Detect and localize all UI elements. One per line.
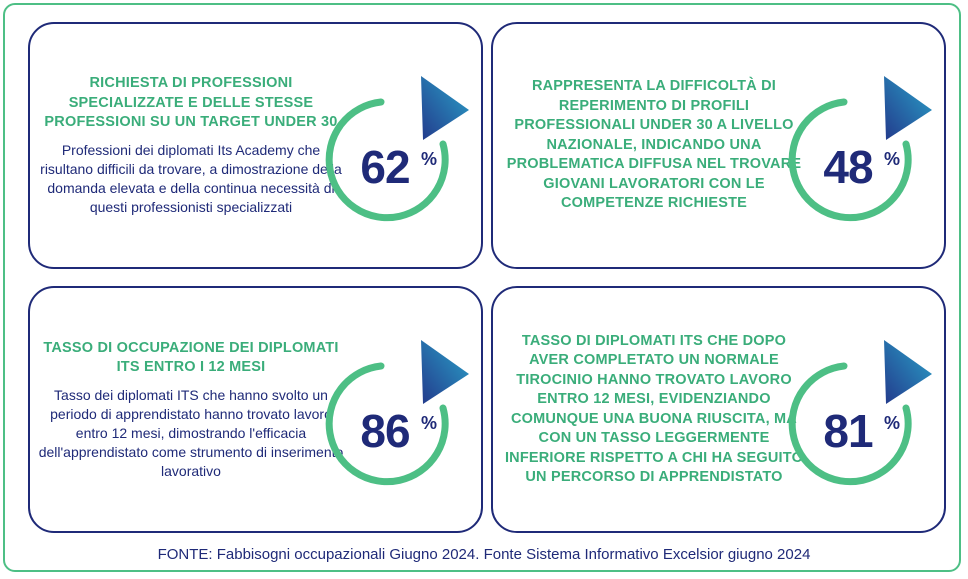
percent-sign: % xyxy=(884,149,901,169)
triangle-pointer-icon xyxy=(884,76,932,140)
triangle-pointer-icon xyxy=(421,76,469,140)
infographic-frame xyxy=(3,3,961,572)
stat-heading: RAPPRESENTA LA DIFFICOLTÀ DI REPERIMENTO… xyxy=(506,78,802,212)
triangle-pointer-icon xyxy=(421,340,469,404)
stat-card-text: TASSO DI DIPLOMATI ITS CHE DOPO AVER COM… xyxy=(501,288,807,531)
percent-sign: % xyxy=(421,149,438,169)
progress-ring xyxy=(325,76,469,222)
stat-card-3: TASSO DI OCCUPAZIONE DEI DIPLOMATI ITS E… xyxy=(28,286,483,533)
percentage-gauge: 48 % xyxy=(786,62,936,222)
stat-card-text: RICHIESTA DI PROFESSIONI SPECIALIZZATE E… xyxy=(38,24,344,267)
stat-card-4: TASSO DI DIPLOMATI ITS CHE DOPO AVER COM… xyxy=(491,286,946,533)
stat-description: Tasso dei diplomati ITS che hanno svolto… xyxy=(38,386,344,479)
percentage-gauge: 62 % xyxy=(323,62,473,222)
progress-ring xyxy=(325,340,469,486)
stat-value: 86 xyxy=(360,405,410,457)
stat-card-1: RICHIESTA DI PROFESSIONI SPECIALIZZATE E… xyxy=(28,22,483,269)
stat-card-2: RAPPRESENTA LA DIFFICOLTÀ DI REPERIMENTO… xyxy=(491,22,946,269)
stat-card-text: RAPPRESENTA LA DIFFICOLTÀ DI REPERIMENTO… xyxy=(501,24,807,267)
percentage-gauge: 81 % xyxy=(786,326,936,486)
triangle-pointer-icon xyxy=(884,340,932,404)
stat-heading: TASSO DI DIPLOMATI ITS CHE DOPO AVER COM… xyxy=(504,332,804,486)
percent-sign: % xyxy=(421,413,438,433)
progress-ring xyxy=(788,76,932,222)
source-footer: FONTE: Fabbisogni occupazionali Giugno 2… xyxy=(157,546,811,563)
stat-heading: RICHIESTA DI PROFESSIONI SPECIALIZZATE E… xyxy=(44,75,338,131)
progress-ring xyxy=(788,340,932,486)
stat-card-text: TASSO DI OCCUPAZIONE DEI DIPLOMATI ITS E… xyxy=(38,288,344,531)
stat-value: 48 xyxy=(823,141,873,193)
stat-value: 62 xyxy=(360,141,410,193)
percentage-gauge: 86 % xyxy=(323,326,473,486)
stat-heading: TASSO DI OCCUPAZIONE DEI DIPLOMATI ITS E… xyxy=(43,339,339,376)
stat-description: Professioni dei diplomati Its Academy ch… xyxy=(40,141,342,215)
stat-value: 81 xyxy=(823,405,873,457)
percent-sign: % xyxy=(884,413,901,433)
